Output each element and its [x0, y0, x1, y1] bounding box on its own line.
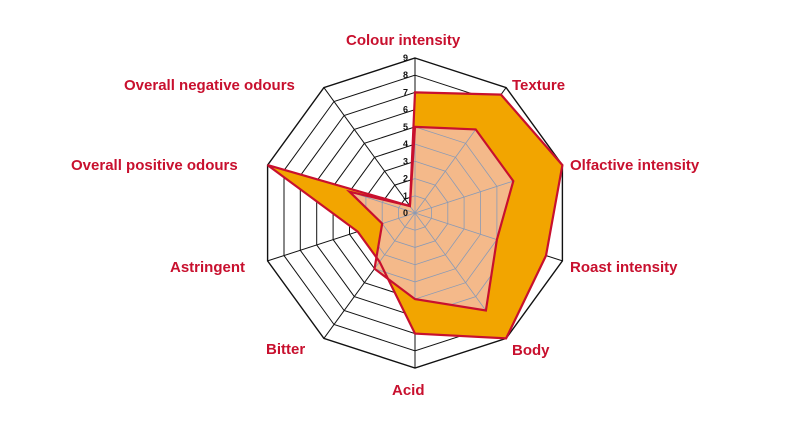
inner-grid-spoke-3: [414, 212, 514, 262]
axis-label-olfactive-intensity: Olfactive intensity: [570, 157, 700, 174]
axis-label-body: Body: [512, 342, 550, 359]
tick-label-7: 7: [403, 87, 408, 97]
tick-label-3: 3: [403, 156, 408, 166]
axis-label-bitter: Bitter: [266, 341, 306, 358]
tick-label-8: 8: [403, 70, 408, 80]
series-strokes: [266, 91, 564, 340]
tick-label-0: 0: [403, 208, 408, 218]
tick-label-9: 9: [403, 53, 408, 63]
axis-label-texture: Texture: [512, 77, 566, 94]
axis-label-acid: Acid: [392, 382, 425, 399]
inner-grid-spoke-1: [414, 126, 507, 214]
inner-grid-spoke-8: [349, 164, 416, 214]
axis-label-roast-intensity: Roast intensity: [570, 259, 678, 276]
tick-label-4: 4: [403, 139, 408, 149]
axis-label-colour-intensity: Colour intensity: [346, 32, 461, 49]
inner-grid-spoke-4: [414, 212, 507, 311]
tick-label-5: 5: [403, 122, 408, 132]
tick-label-2: 2: [403, 174, 408, 184]
axis-label-overall-positive-odours: Overall positive odours: [71, 157, 238, 174]
series-inner-line: [345, 125, 515, 312]
axis-label-overall-negative-odours: Overall negative odours: [124, 77, 295, 94]
inner-grid-spoke-7: [349, 212, 416, 262]
grid-spoke-9: [323, 87, 416, 214]
axis-label-astringent: Astringent: [170, 259, 245, 276]
tick-label-1: 1: [403, 191, 408, 201]
tick-label-6: 6: [403, 105, 408, 115]
series-outer-line: [266, 91, 564, 340]
inner-grid-spoke-2: [414, 164, 514, 214]
scale-ticks: 0 1 2 3 4 5 6 7 8 9: [403, 53, 408, 218]
